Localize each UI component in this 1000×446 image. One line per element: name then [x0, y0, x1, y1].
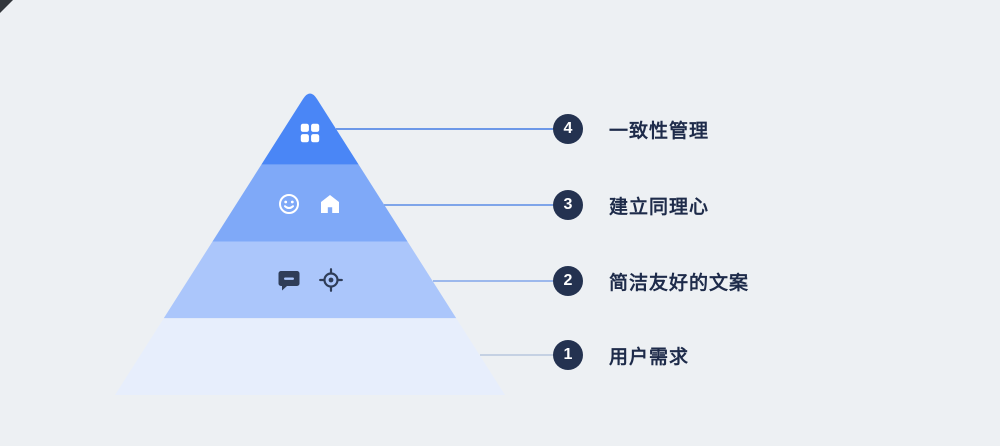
- level-label: 简洁友好的文案: [609, 272, 750, 294]
- pyramid-level-2: [163, 241, 457, 319]
- pyramid-level-1-bottom: [115, 318, 505, 395]
- level-label: 建立同理心: [609, 196, 710, 218]
- pyramid: [115, 88, 505, 395]
- connector-line: [336, 128, 553, 130]
- corner-artifact: [0, 0, 13, 13]
- connector-line: [433, 280, 553, 282]
- level-row-3: 3 建立同理心: [384, 189, 709, 221]
- chat-bubble-icon: [278, 271, 300, 291]
- level-label: 一致性管理: [609, 120, 710, 142]
- number-badge: 4: [553, 114, 583, 144]
- connector-line: [480, 354, 553, 356]
- pyramid-level-3: [212, 164, 408, 242]
- home-icon: [321, 195, 339, 213]
- connector-line: [384, 204, 553, 206]
- level-row-1: 1 用户需求: [480, 339, 689, 371]
- number-badge: 3: [553, 190, 583, 220]
- pyramid-shape: [115, 93, 505, 395]
- smiley-icon: [279, 194, 299, 214]
- level-label: 用户需求: [609, 346, 690, 368]
- pyramid-level-4-top: [261, 93, 359, 165]
- level-row-4: 4 一致性管理: [336, 113, 709, 145]
- level-row-2: 2 简洁友好的文案: [433, 265, 749, 297]
- number-badge: 2: [553, 266, 583, 296]
- crosshair-icon: [319, 268, 343, 292]
- grid-icon: [300, 123, 320, 143]
- number-badge: 1: [553, 340, 583, 370]
